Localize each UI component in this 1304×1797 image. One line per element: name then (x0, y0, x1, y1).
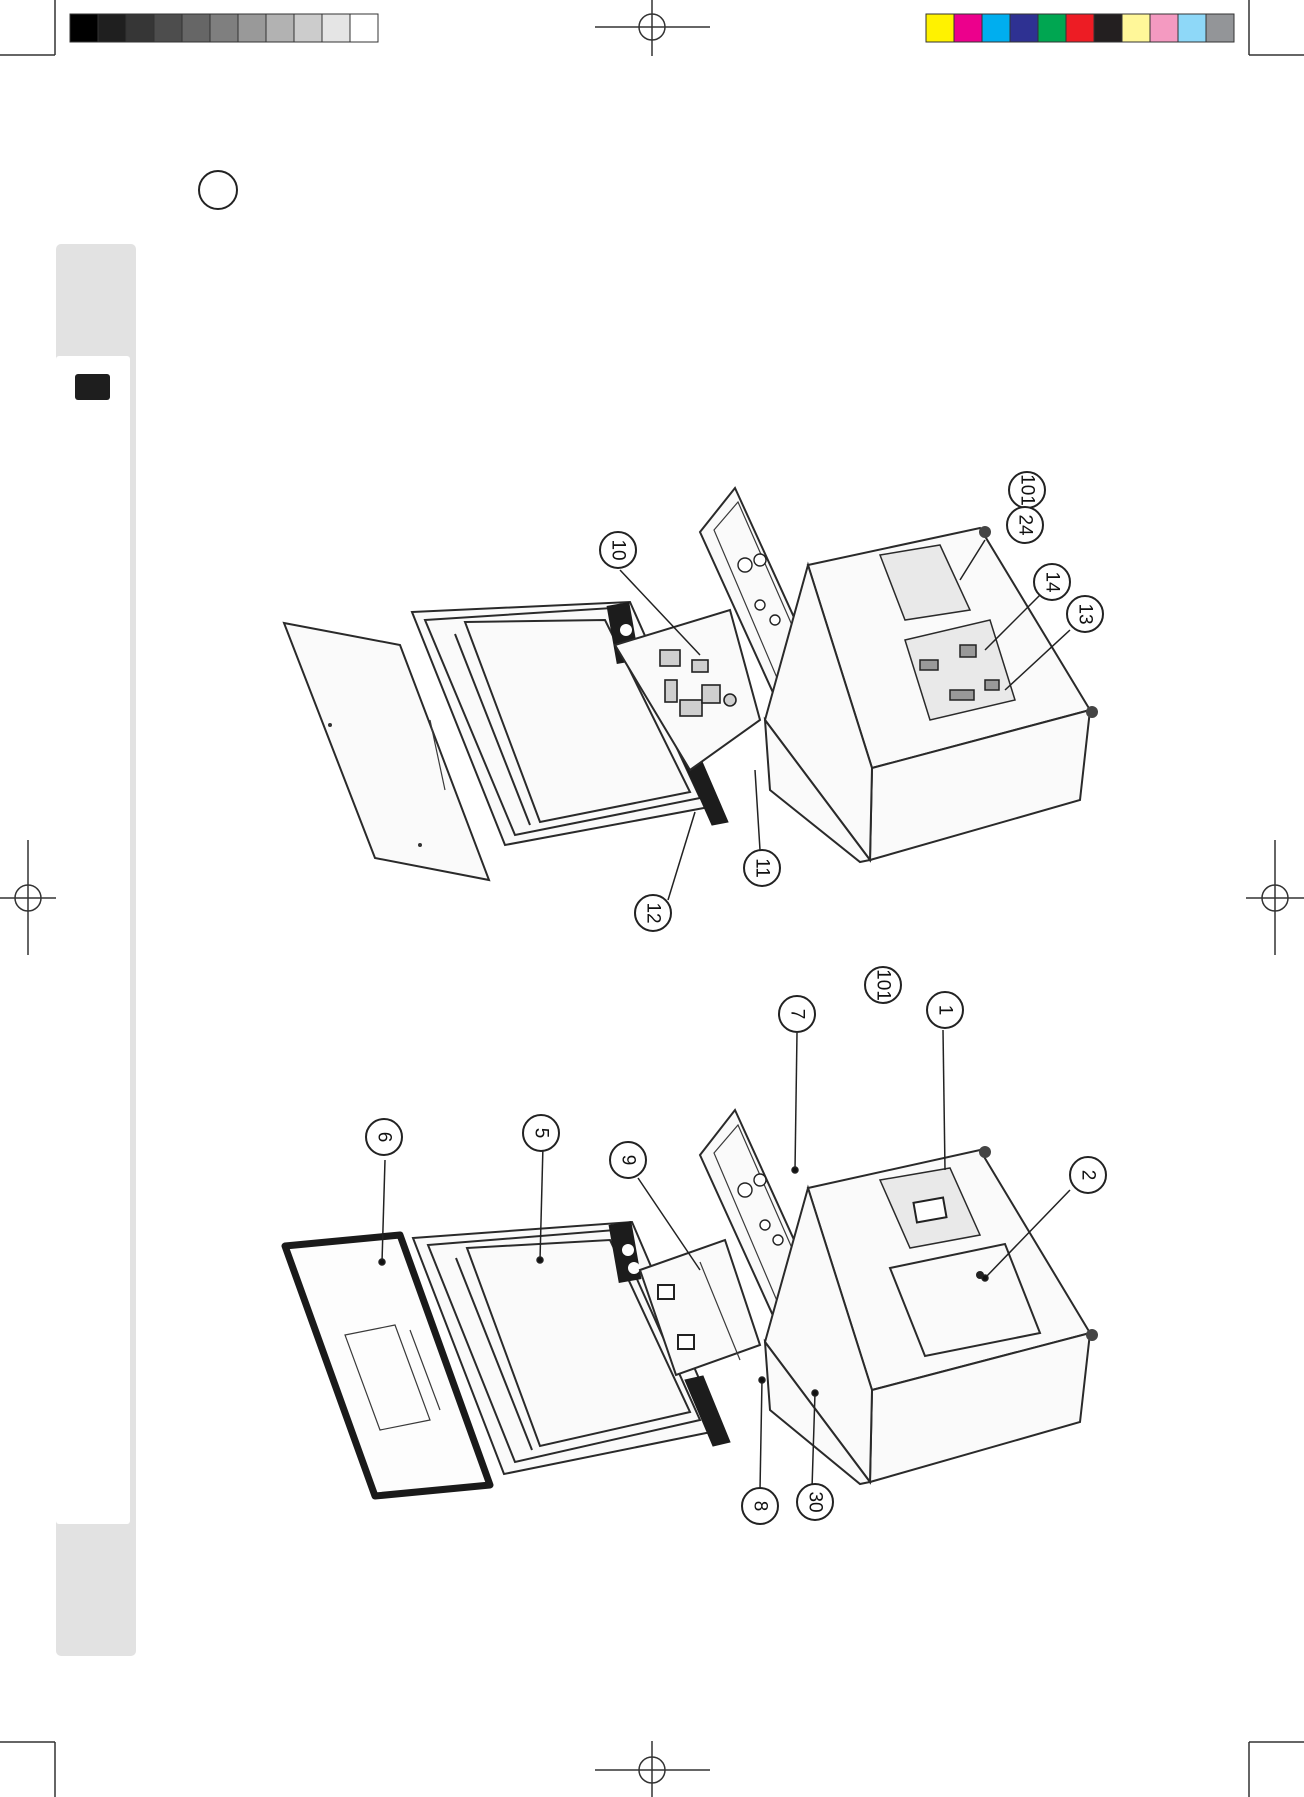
color-strip-swatch (1066, 14, 1094, 42)
svg-text:1: 1 (935, 1005, 956, 1016)
gray-strip-swatch (294, 14, 322, 42)
gray-strip-swatch (98, 14, 126, 42)
callout-101: 101 (1009, 472, 1045, 508)
color-strip-swatch (1122, 14, 1150, 42)
callout-5: 5 (523, 1115, 559, 1151)
svg-text:5: 5 (531, 1128, 552, 1139)
callout-13: 13 (1067, 596, 1103, 632)
callout-7: 7 (779, 996, 815, 1032)
chapter-tab-marker (75, 374, 110, 400)
gray-strip-swatch (182, 14, 210, 42)
callout-14: 14 (1034, 564, 1070, 600)
gray-strip-swatch (70, 14, 98, 42)
svg-text:101: 101 (1017, 474, 1038, 506)
registration-mark-right (1246, 840, 1304, 955)
svg-text:11: 11 (752, 858, 773, 878)
svg-text:12: 12 (643, 902, 664, 923)
color-calibration-strip (926, 14, 1234, 42)
svg-text:101: 101 (873, 969, 894, 1001)
color-strip-swatch (1150, 14, 1178, 42)
registration-mark-left (0, 840, 58, 955)
callout-6: 6 (366, 1119, 402, 1155)
gray-strip-swatch (126, 14, 154, 42)
gray-strip-swatch (210, 14, 238, 42)
side-tab (56, 244, 136, 1656)
svg-text:24: 24 (1015, 514, 1036, 536)
gray-strip-swatch (322, 14, 350, 42)
registration-mark-bottom (595, 1741, 710, 1797)
callout-1: 1 (927, 992, 963, 1028)
gray-strip-swatch (154, 14, 182, 42)
svg-text:10: 10 (608, 539, 629, 560)
cabinet-exploded-view-internals (284, 488, 1098, 880)
callout-10: 10 (600, 532, 636, 568)
color-strip-swatch (1178, 14, 1206, 42)
color-strip-swatch (982, 14, 1010, 42)
gray-strip-swatch (350, 14, 378, 42)
callout-12: 12 (635, 895, 671, 931)
color-strip-swatch (1010, 14, 1038, 42)
callout-30: 30 (797, 1484, 833, 1520)
svg-text:30: 30 (805, 1491, 826, 1512)
callout-11: 11 (744, 850, 780, 886)
callout-101: 101 (865, 967, 901, 1003)
callout-2: 2 (1070, 1157, 1106, 1193)
grayscale-calibration-strip (70, 14, 378, 42)
callout-8: 8 (742, 1488, 778, 1524)
svg-text:9: 9 (618, 1155, 639, 1166)
svg-text:13: 13 (1075, 603, 1096, 624)
gray-strip-swatch (266, 14, 294, 42)
svg-text:2: 2 (1078, 1170, 1099, 1181)
svg-text:8: 8 (750, 1501, 771, 1512)
svg-text:7: 7 (787, 1009, 808, 1020)
color-strip-swatch (1038, 14, 1066, 42)
svg-text:14: 14 (1042, 571, 1063, 593)
page-number-circle (199, 171, 237, 209)
callout-9: 9 (610, 1142, 646, 1178)
callout-24: 24 (1007, 507, 1043, 543)
color-strip-swatch (1206, 14, 1234, 42)
registration-mark-top (595, 0, 710, 56)
cabinet-exploded-view-assembly (285, 1110, 1098, 1496)
gray-strip-swatch (238, 14, 266, 42)
color-strip-swatch (1094, 14, 1122, 42)
svg-text:6: 6 (374, 1132, 395, 1143)
color-strip-swatch (954, 14, 982, 42)
color-strip-swatch (926, 14, 954, 42)
